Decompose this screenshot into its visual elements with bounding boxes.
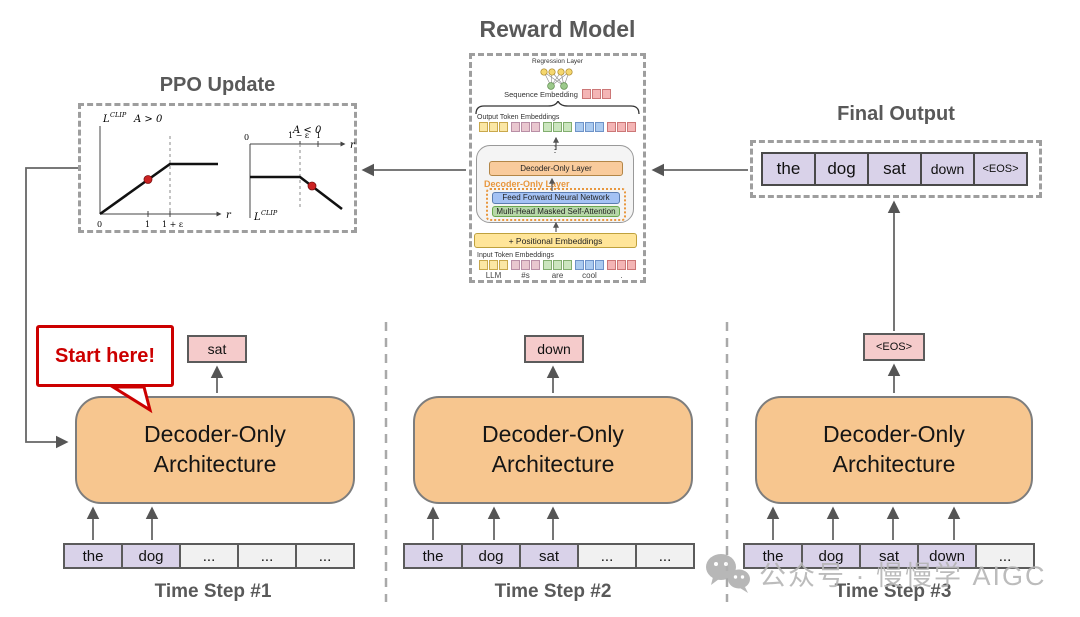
ppo-clip-plot-negative-advantage: A < 0 r 0 1 − ε 1 L CLIP — [244, 125, 356, 223]
token-cell: sat — [859, 543, 919, 569]
token-cell: dog — [814, 152, 869, 186]
timestep-label: Time Step #3 — [834, 581, 952, 602]
token-cell: the — [403, 543, 463, 569]
final-output-box — [750, 140, 1042, 198]
decoder-only-layer-group-label: Decoder-Only Layer — [484, 179, 570, 189]
regression-network-icon — [540, 68, 573, 90]
decoder-stack-box: ⋮ Decoder-Only Layer Decoder-Only Layer … — [476, 145, 634, 223]
token-cell: ... — [577, 543, 637, 569]
decoder-only-layer-box: Decoder-Only Layer — [489, 161, 623, 176]
watermark-text: 公众号 · 慢慢学 AIGC — [759, 560, 1047, 591]
token-cell: the — [743, 543, 803, 569]
token-cell: the — [761, 152, 816, 186]
generated-token-box: sat — [187, 335, 247, 363]
tick-0: 0 — [244, 133, 249, 142]
tick-1: 1 — [145, 220, 150, 229]
feed-forward-box: Feed Forward Neural Network — [492, 192, 620, 204]
output-token-embeddings-label: Output Token Embeddings — [477, 114, 560, 121]
advantage-positive-label: A > 0 — [133, 114, 163, 125]
token-cell: dog — [461, 543, 521, 569]
input-token-row: the dog sat down ... — [743, 543, 1035, 569]
ppo-update-box — [78, 103, 357, 233]
decoder-layer-group: Feed Forward Neural Network Multi-Head M… — [486, 188, 626, 221]
sequence-embedding-cells — [581, 89, 611, 99]
decoder-architecture-box: Decoder-Only Architecture — [413, 396, 693, 504]
decoder-architecture-box: Decoder-Only Architecture — [75, 396, 355, 504]
vertical-ellipsis: ⋮ — [550, 144, 560, 154]
timestep-label: Time Step #2 — [494, 581, 612, 602]
output-token-embeddings-cells — [472, 122, 643, 132]
lclip-label: L — [102, 114, 110, 125]
lclip-sup: CLIP — [110, 111, 127, 119]
regression-layer-label: Regression Layer — [532, 58, 583, 65]
start-here-callout: Start here! — [36, 325, 174, 387]
input-token-embeddings-label: Input Token Embeddings — [477, 252, 554, 259]
generated-token-box: <EOS> — [863, 333, 925, 361]
tick-1: 1 — [316, 131, 321, 140]
wechat-icon — [706, 554, 750, 593]
token-cell: ... — [295, 543, 355, 569]
r-axis-label: r — [350, 140, 356, 151]
sequence-embedding-row: Sequence Embedding — [472, 89, 643, 99]
red-dot — [307, 181, 317, 191]
lclip-label: L — [253, 212, 261, 223]
input-token-row: the dog sat ... ... — [403, 543, 695, 569]
token-cell: down — [920, 152, 975, 186]
token-cell: dog — [801, 543, 861, 569]
final-output-tokens: the dog sat down <EOS> — [761, 152, 1028, 186]
brace-icon — [475, 101, 640, 114]
token-cell: ... — [179, 543, 239, 569]
advantage-negative-label: A < 0 — [292, 125, 322, 136]
lclip-sup: CLIP — [261, 209, 278, 217]
ppo-update-title: PPO Update — [159, 74, 276, 96]
ppo-clip-plot-positive-advantage: L CLIP A > 0 r 0 1 1 + ε — [97, 111, 232, 229]
token-cell: sat — [867, 152, 922, 186]
token-cell: sat — [519, 543, 579, 569]
input-token-row: the dog ... ... ... — [63, 543, 355, 569]
input-token-embeddings-cells — [472, 260, 643, 270]
timestep-label: Time Step #1 — [154, 581, 272, 602]
tick-0: 0 — [97, 220, 102, 229]
positional-embeddings-box: + Positional Embeddings — [474, 233, 637, 248]
final-output-title: Final Output — [837, 103, 955, 125]
decoder-architecture-box: Decoder-Only Architecture — [755, 396, 1033, 504]
arrow-ppo-to-decoder1 — [25, 167, 78, 449]
token-cell: <EOS> — [973, 152, 1028, 186]
masked-self-attention-box: Multi-Head Masked Self-Attention — [492, 205, 620, 217]
reward-model-title: Reward Model — [479, 16, 636, 42]
token-cell: ... — [635, 543, 695, 569]
sequence-embedding-label: Sequence Embedding — [504, 89, 578, 99]
input-token-words: LLM #s are cool . — [485, 271, 623, 280]
token-cell: the — [63, 543, 123, 569]
tick-1minus-eps: 1 − ε — [288, 131, 309, 140]
generated-token-box: down — [524, 335, 584, 363]
watermark: 公众号 · 慢慢学 AIGC — [703, 552, 1047, 594]
r-axis-label: r — [226, 210, 232, 221]
token-cell: ... — [237, 543, 297, 569]
token-cell: dog — [121, 543, 181, 569]
red-dot — [143, 175, 153, 184]
tick-1plus-eps: 1 + ε — [162, 220, 183, 229]
reward-model-box: Regression Layer Sequence Embedding — [469, 53, 646, 283]
token-cell: ... — [975, 543, 1035, 569]
